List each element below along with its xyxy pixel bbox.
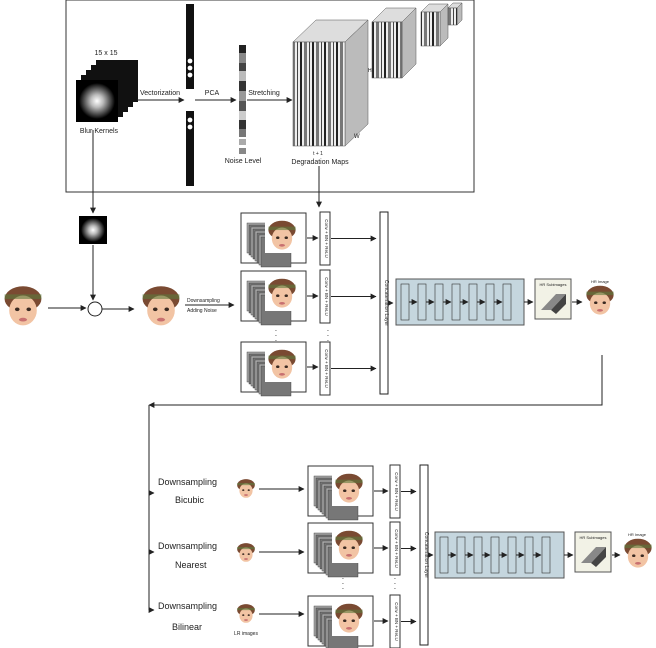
svg-text:·: ·	[327, 331, 330, 340]
concat-label-middle: Concatenation Layer	[383, 280, 389, 326]
middle-subimages-3-conv-box	[319, 341, 331, 396]
svg-text:·: ·	[394, 579, 397, 588]
bottom-subimages-3: Conv + BN + ReLU	[307, 594, 417, 648]
svg-text:·: ·	[342, 584, 345, 593]
svg-text:·: ·	[275, 331, 278, 340]
dim-w-label: W	[354, 134, 360, 140]
bottom-subimages-1: Conv + BN + ReLU	[307, 464, 417, 521]
hr-image-label-middle: HR Image	[591, 279, 610, 284]
hr-output-bottom	[621, 537, 655, 571]
downsampling-label-3: Downsampling	[158, 601, 217, 611]
svg-text:·: ·	[394, 574, 397, 583]
middle-subimages-1: Conv + BN + ReLU	[240, 211, 377, 268]
middle-subimages-3-conv-label: Conv + BN + ReLU	[324, 349, 329, 388]
convolution-operator	[87, 301, 103, 317]
network-layer	[502, 283, 512, 321]
downsampling-label: Downsampling	[187, 298, 220, 304]
network-layer	[417, 283, 427, 321]
svg-text:·: ·	[342, 574, 345, 583]
network-layer	[490, 536, 500, 574]
network-layer	[400, 283, 410, 321]
lr-image-bilinear	[235, 603, 257, 625]
top-panel-frame	[65, 0, 475, 193]
hr-input-image	[0, 284, 46, 330]
hr-subimages-label-middle: HR Subimages	[540, 282, 567, 287]
hr-image-label-bottom: HR Image	[628, 532, 647, 537]
svg-text:·: ·	[275, 336, 278, 345]
pca-vector-bar	[186, 4, 194, 186]
stretching-label: Stretching	[248, 90, 280, 97]
svg-text:·: ·	[394, 584, 397, 593]
blur-kernels-label: Blur Kernels	[80, 128, 119, 135]
middle-subimages-2-conv-label: Conv + BN + ReLU	[324, 277, 329, 316]
noise-level-label: Noise Level	[225, 158, 262, 165]
blurred-image	[138, 284, 184, 330]
network-layer	[456, 536, 466, 574]
nearest-label: Nearest	[175, 560, 207, 570]
bilinear-label: Bilinear	[172, 622, 202, 632]
network-layer	[473, 536, 483, 574]
svg-text:·: ·	[327, 326, 330, 335]
bottom-subimages-3-conv-label: Conv + BN + ReLU	[394, 602, 399, 641]
bottom-subimages-2-conv-box	[389, 521, 401, 576]
hr-subimages-bottom	[574, 531, 612, 573]
bicubic-label: Bicubic	[175, 495, 205, 505]
blur-kernel-stack	[76, 60, 138, 122]
concat-label-bottom: Concatenation Layer	[423, 532, 429, 578]
degradation-maps-block	[292, 19, 369, 147]
middle-subimages-2: Conv + BN + ReLU	[240, 269, 377, 326]
middle-subimages-2-conv-box	[319, 269, 331, 324]
network-layer	[541, 536, 551, 574]
adding-noise-label: Adding Noise	[187, 308, 217, 314]
hr-output-middle	[583, 284, 617, 318]
middle-subimages-1-conv-label: Conv + BN + ReLU	[324, 219, 329, 258]
downsampling-label-1: Downsampling	[158, 477, 217, 487]
kernel-size-label: 15 x 15	[95, 50, 118, 57]
middle-subimages-1-conv-box	[319, 211, 331, 266]
degradation-maps-mid	[371, 7, 417, 79]
lr-image-nearest	[235, 542, 257, 564]
bottom-subimages-3-conv-box	[389, 594, 401, 648]
bottom-subimages-2-conv-label: Conv + BN + ReLU	[394, 529, 399, 568]
blur-kernel-thumb	[79, 216, 107, 244]
downsampling-label-2: Downsampling	[158, 541, 217, 551]
lr-image-bicubic	[235, 478, 257, 500]
network-middle	[395, 278, 525, 326]
svg-text:·: ·	[275, 326, 278, 335]
degradation-maps-small	[420, 2, 463, 47]
network-layer	[434, 283, 444, 321]
network-bottom	[434, 531, 565, 579]
dim-t1-label: t + 1	[313, 151, 323, 157]
lr-images-label: LR images	[234, 631, 258, 637]
pca-feature-column	[239, 45, 246, 154]
bottom-subimages-1-conv-box	[389, 464, 401, 519]
svg-text:·: ·	[342, 579, 345, 588]
pca-label: PCA	[205, 90, 220, 97]
network-layer	[524, 536, 534, 574]
hr-subimages-middle	[534, 278, 572, 320]
vectorization-label: Vectorization	[140, 90, 180, 97]
bottom-subimages-2: Conv + BN + ReLU	[307, 521, 417, 578]
network-layer	[439, 536, 449, 574]
middle-subimages-3: Conv + BN + ReLU	[240, 341, 377, 397]
svg-text:·: ·	[327, 336, 330, 345]
network-layer	[451, 283, 461, 321]
hr-subimages-label-bottom: HR Subimages	[580, 535, 607, 540]
degradation-maps-label: Degradation Maps	[291, 159, 349, 166]
bottom-subimages-1-conv-label: Conv + BN + ReLU	[394, 472, 399, 511]
network-layer	[507, 536, 517, 574]
network-layer	[485, 283, 495, 321]
dim-h-label: H	[368, 68, 372, 74]
network-layer	[468, 283, 478, 321]
